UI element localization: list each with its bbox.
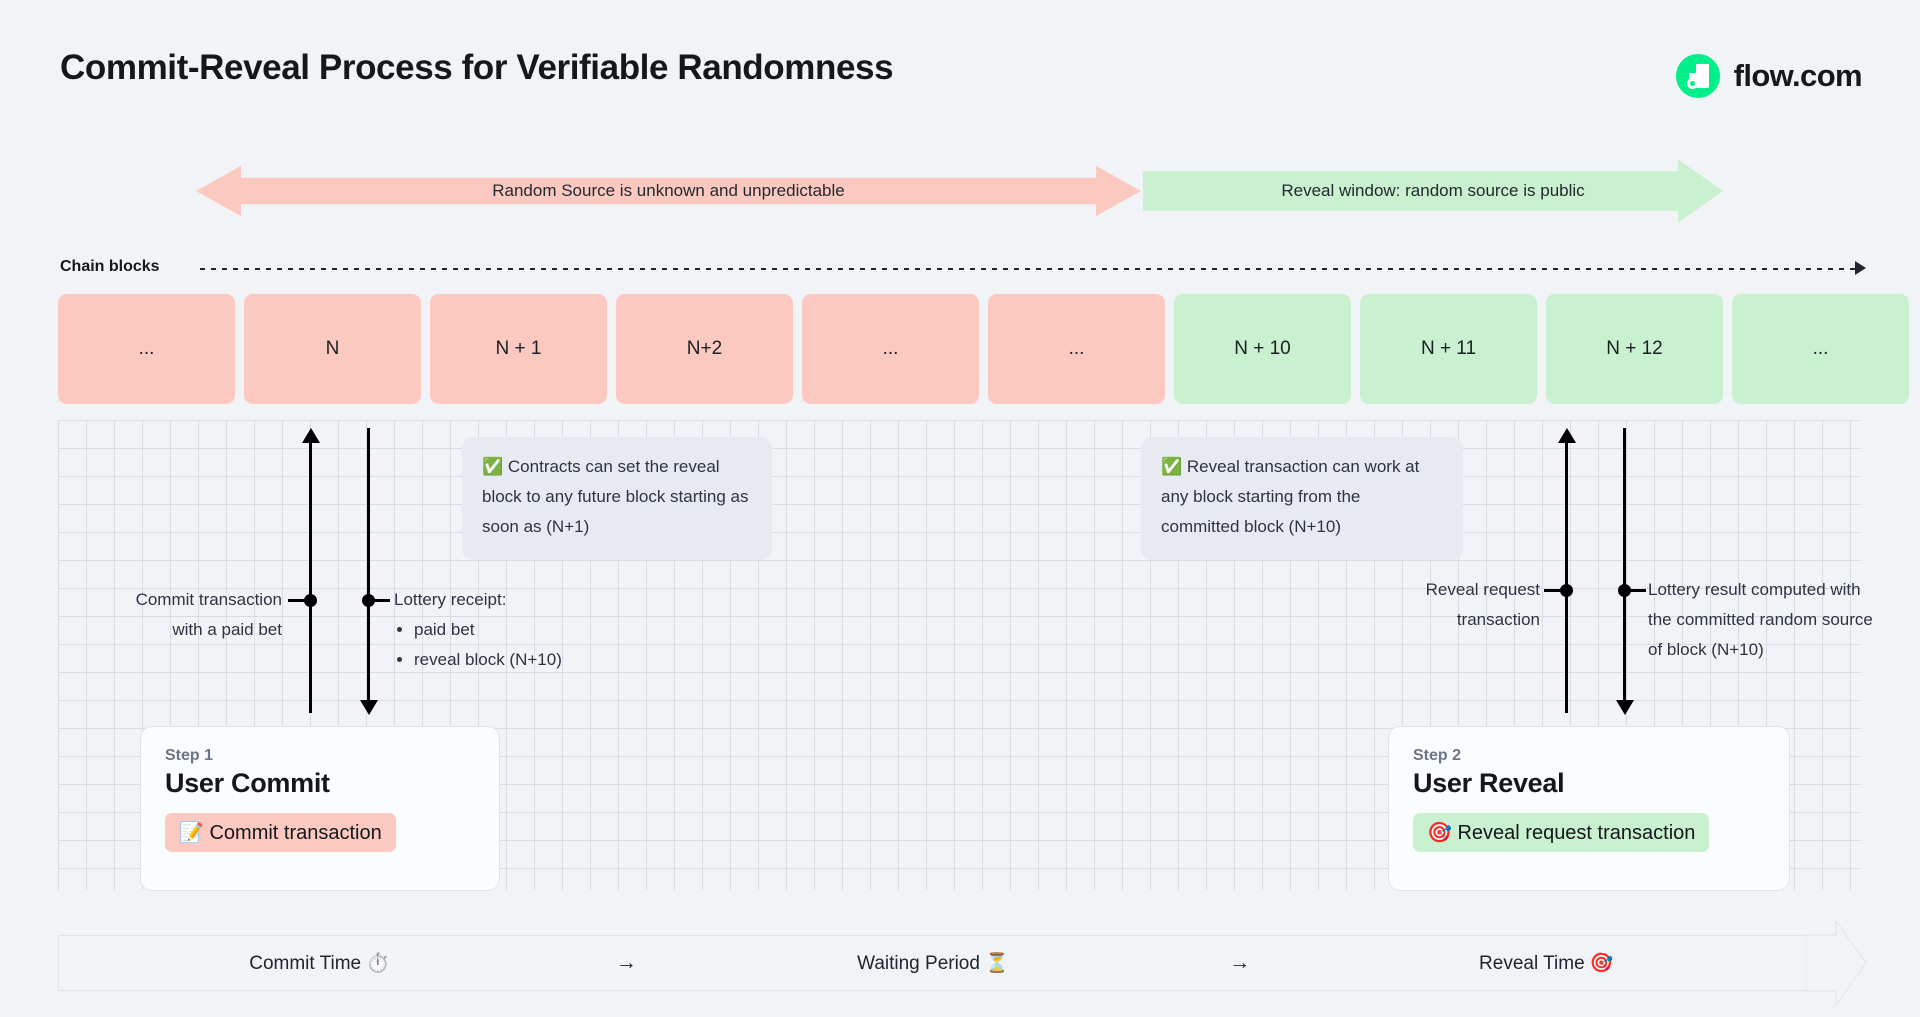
callout-commit-text: Contracts can set the reveal block to an…	[482, 457, 749, 536]
chain-block[interactable]: N + 1	[430, 294, 607, 404]
commit-arrow-line	[309, 441, 312, 713]
result-arrow-down-icon	[1616, 700, 1634, 715]
chain-axis-line	[200, 268, 1860, 270]
callout-reveal-text: Reveal transaction can work at any block…	[1161, 457, 1420, 536]
brand-name: flow.com	[1733, 58, 1863, 93]
list-item: reveal block (N+10)	[414, 645, 664, 675]
chain-blocks-label: Chain blocks	[60, 258, 160, 275]
result-arrow-line	[1623, 428, 1626, 700]
chain-block[interactable]: N+2	[616, 294, 793, 404]
timeline-labels: Commit Time ⏱️ → Waiting Period ⏳ → Reve…	[58, 935, 1808, 991]
phase-commit-window: Random Source is unknown and unpredictab…	[196, 158, 1141, 224]
reveal-arrow-line	[1565, 441, 1568, 713]
result-label-connector	[1624, 589, 1646, 592]
step-label: Step 1	[165, 747, 214, 764]
reveal-label-connector	[1544, 589, 1566, 592]
label-lottery-receipt: Lottery receipt: paid bet reveal block (…	[394, 585, 664, 675]
reveal-arrow-dot	[1560, 584, 1573, 597]
phase-band: Random Source is unknown and unpredictab…	[0, 158, 1920, 228]
step-card-reveal[interactable]: Step 2 User Reveal 🎯 Reveal request tran…	[1388, 726, 1790, 891]
receipt-label-connector	[368, 599, 390, 602]
page-title: Commit-Reveal Process for Verifiable Ran…	[60, 48, 894, 87]
phase-commit-label: Random Source is unknown and unpredictab…	[492, 181, 845, 200]
reveal-arrow-up-icon	[1558, 428, 1576, 443]
chain-block[interactable]: N + 12	[1546, 294, 1723, 404]
chain-block[interactable]: N	[244, 294, 421, 404]
chain-block[interactable]: ...	[58, 294, 235, 404]
check-icon: ✅	[1161, 457, 1183, 476]
reveal-transaction-badge[interactable]: 🎯 Reveal request transaction	[1413, 813, 1710, 852]
chain-block[interactable]: ...	[1732, 294, 1909, 404]
commit-transaction-badge-label: Commit transaction	[209, 822, 382, 844]
receipt-arrow-down-icon	[360, 700, 378, 715]
step-card-commit[interactable]: Step 1 User Commit 📝 Commit transaction	[140, 726, 500, 891]
memo-icon: 📝	[179, 822, 204, 844]
flow-logo-icon	[1675, 54, 1720, 98]
check-icon: ✅	[482, 457, 504, 476]
label-lottery-result: Lottery result computed with the committ…	[1648, 580, 1873, 659]
phase-reveal-window: Reveal window: random source is public	[1143, 158, 1723, 224]
lottery-receipt-title: Lottery receipt:	[394, 590, 507, 609]
chain-blocks-row: ... N N + 1 N+2 ... ... N + 10 N + 11 N …	[58, 294, 1909, 404]
commit-transaction-badge[interactable]: 📝 Commit transaction	[165, 813, 396, 852]
list-item: paid bet	[414, 615, 664, 645]
step-title: User Commit	[165, 768, 330, 798]
reveal-transaction-badge-label: Reveal request transaction	[1457, 822, 1696, 844]
lottery-receipt-list: paid bet reveal block (N+10)	[394, 615, 664, 675]
chain-block[interactable]: N + 10	[1174, 294, 1351, 404]
callout-commit-window: ✅ Contracts can set the reveal block to …	[462, 437, 772, 560]
target-icon: 🎯	[1427, 822, 1452, 844]
chain-axis-arrow-icon	[1855, 261, 1866, 275]
timeline-arrow-1-icon: →	[615, 951, 637, 974]
timeline-bar	[58, 935, 1808, 991]
step-label: Step 2	[1413, 747, 1462, 764]
brand-logo: flow.com	[1675, 54, 1863, 98]
label-commit-transaction: Commit transaction with a paid bet	[135, 590, 282, 639]
commit-label-connector	[288, 599, 310, 602]
callout-reveal-window: ✅ Reveal transaction can work at any blo…	[1141, 437, 1463, 560]
timeline-arrow-2-icon: →	[1229, 951, 1251, 974]
receipt-arrow-line	[367, 428, 370, 700]
commit-arrow-dot	[304, 594, 317, 607]
commit-arrow-up-icon	[302, 428, 320, 443]
label-reveal-request: Reveal request transaction	[1425, 580, 1540, 629]
chain-block[interactable]: N + 11	[1360, 294, 1537, 404]
chain-block[interactable]: ...	[988, 294, 1165, 404]
timeline-commit-time: Commit Time ⏱️	[249, 953, 391, 974]
chain-block[interactable]: ...	[802, 294, 979, 404]
timeline-arrow-icon	[1806, 921, 1867, 1005]
timeline-waiting-period: Waiting Period ⏳	[857, 953, 1009, 974]
timeline-reveal-time: Reveal Time 🎯	[1479, 953, 1614, 974]
step-title: User Reveal	[1413, 768, 1565, 798]
phase-reveal-label: Reveal window: random source is public	[1281, 181, 1585, 200]
